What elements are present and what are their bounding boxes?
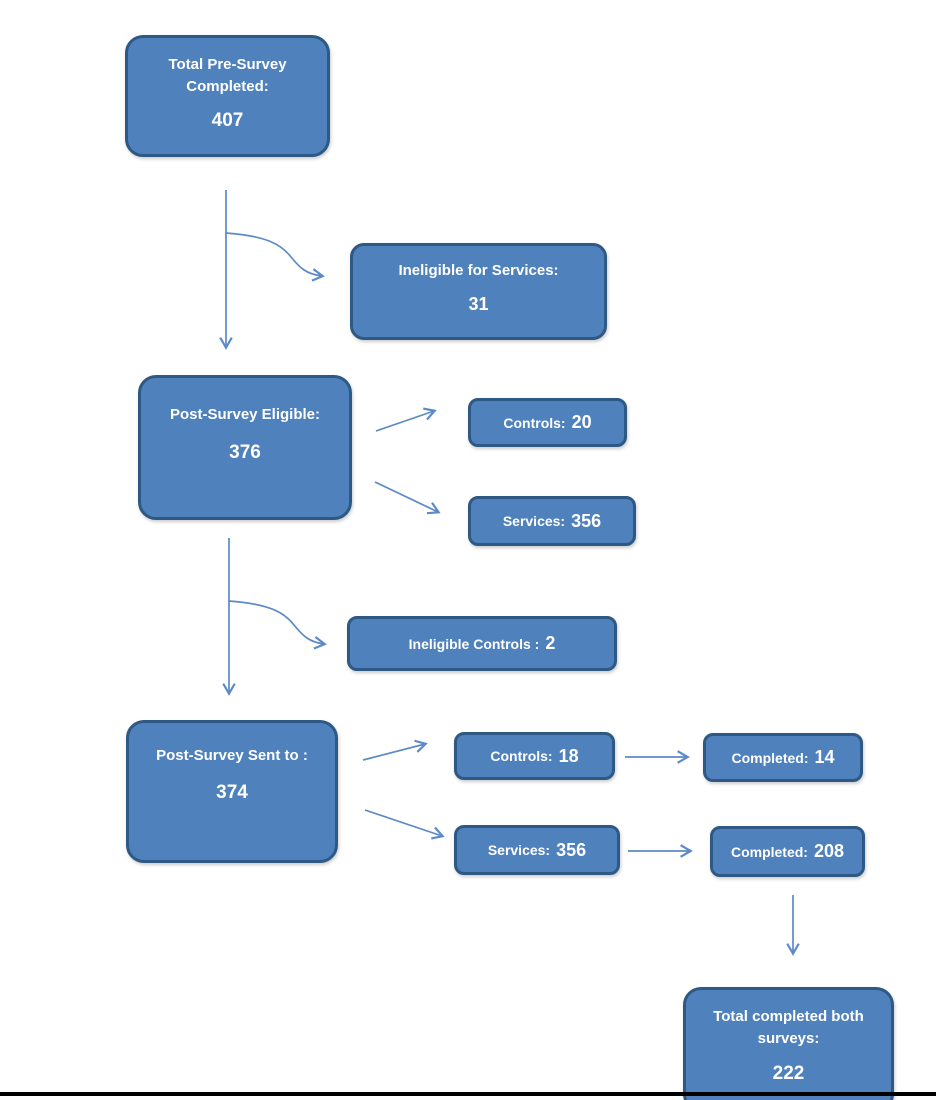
node-total-completed: Total completed both surveys: 222 bbox=[683, 987, 894, 1100]
arrow-sent-to-controls18 bbox=[362, 739, 428, 761]
node-controls-20-value: 20 bbox=[571, 412, 592, 432]
node-total-completed-value: 222 bbox=[772, 1062, 805, 1084]
node-ineligible-services-label: Ineligible for Services: bbox=[398, 262, 559, 279]
node-total-completed-label: Total completed both surveys: bbox=[713, 1008, 864, 1047]
node-controls-20: Controls: 20 bbox=[468, 398, 627, 447]
node-post-eligible-value: 376 bbox=[229, 441, 261, 463]
node-post-sent-value: 374 bbox=[216, 781, 248, 803]
node-ineligible-controls-label: Ineligible Controls : bbox=[408, 635, 540, 652]
node-post-sent-label: Post-Survey Sent to : bbox=[156, 747, 308, 764]
node-ineligible-controls-value: 2 bbox=[545, 633, 556, 653]
node-services-356-upper: Services: 356 bbox=[468, 496, 636, 546]
node-completed-208-label: Completed: bbox=[730, 843, 808, 860]
arrow-branch-ineligible-controls bbox=[228, 600, 327, 650]
node-services-356-upper-value: 356 bbox=[571, 510, 602, 531]
node-post-eligible-label: Post-Survey Eligible: bbox=[169, 406, 321, 423]
node-controls-18-label: Controls: bbox=[490, 748, 553, 764]
page-bottom-rule bbox=[0, 1092, 936, 1096]
node-post-eligible: Post-Survey Eligible: 376 bbox=[138, 375, 352, 520]
node-controls-20-label: Controls: bbox=[503, 414, 566, 431]
arrow-sent-to-services356 bbox=[364, 809, 445, 840]
arrow-eligible-to-services356 bbox=[374, 481, 441, 515]
node-completed-14: Completed: 14 bbox=[703, 733, 863, 782]
node-pre-survey-label: Total Pre-Survey Completed: bbox=[168, 56, 287, 95]
node-pre-survey: Total Pre-Survey Completed: 407 bbox=[125, 35, 330, 157]
node-completed-208-value: 208 bbox=[813, 841, 845, 861]
node-services-356-lower: Services: 356 bbox=[454, 825, 620, 875]
node-completed-208: Completed: 208 bbox=[710, 826, 865, 877]
node-services-356-lower-label: Services: bbox=[487, 842, 551, 858]
node-ineligible-controls: Ineligible Controls : 2 bbox=[347, 616, 617, 671]
node-ineligible-services-value: 31 bbox=[468, 293, 489, 314]
node-completed-14-value: 14 bbox=[814, 747, 835, 767]
node-services-356-upper-label: Services: bbox=[502, 513, 566, 529]
arrow-branch-ineligible-services bbox=[225, 232, 325, 282]
node-services-356-lower-value: 356 bbox=[556, 839, 587, 860]
node-completed-14-label: Completed: bbox=[731, 749, 809, 766]
node-ineligible-services: Ineligible for Services: 31 bbox=[350, 243, 607, 340]
node-controls-18-value: 18 bbox=[558, 745, 579, 766]
node-post-sent: Post-Survey Sent to : 374 bbox=[126, 720, 338, 863]
node-controls-18: Controls: 18 bbox=[454, 732, 615, 780]
arrow-eligible-to-controls20 bbox=[375, 407, 437, 432]
node-pre-survey-value: 407 bbox=[211, 109, 244, 131]
